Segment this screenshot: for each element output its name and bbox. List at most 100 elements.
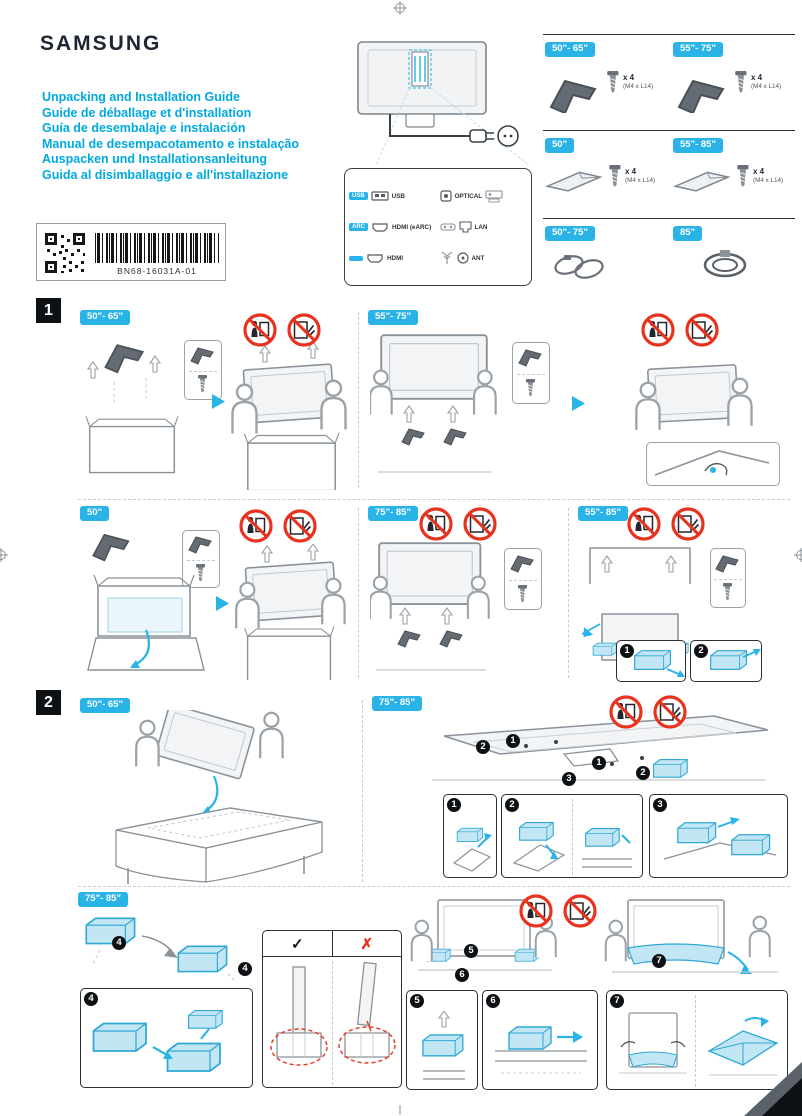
step2-substep-2: 2	[501, 794, 643, 878]
screw-qty: x 4(M4 x L14)	[625, 167, 656, 184]
step-badge: 1	[620, 644, 634, 658]
registration-mark-right	[794, 548, 802, 562]
incorrect-placement-illustration	[338, 961, 396, 1064]
folded-cover-illustration	[707, 1017, 779, 1076]
hands-remove-cover-illustration	[619, 1012, 687, 1074]
prohibition-icons	[242, 312, 322, 348]
ant-port-icon	[456, 252, 469, 264]
step-badge: 4	[238, 962, 252, 976]
attach-stand-illustration	[370, 334, 497, 473]
size-chip: 55"- 75"	[673, 42, 723, 57]
hdmi-label: HDMI	[387, 254, 404, 262]
screw-icon	[736, 164, 749, 187]
size-chip: 50"- 75"	[545, 226, 595, 241]
step-badge: 1	[592, 756, 606, 770]
step-badge: 2	[636, 766, 650, 780]
title-fr: Guide de déballage et d'installation	[42, 105, 252, 120]
step-1-number: 1	[36, 298, 61, 323]
ports-row-2: ARC HDMI (eARC) LAN	[349, 220, 527, 234]
foam-side-view-illustration	[582, 828, 632, 868]
prohibition-press-screen-icon	[287, 313, 321, 347]
step-badge: 5	[410, 994, 424, 1008]
brand-wordmark: SAMSUNG	[40, 32, 162, 55]
samsung-logo: SAMSUNG	[40, 32, 161, 56]
step1-panel-d: 75"- 85"	[364, 504, 562, 684]
prohibition-press-screen-icon	[563, 894, 597, 928]
tv-face-down-illustration	[432, 715, 769, 781]
size-chip: 55"- 85"	[578, 506, 628, 521]
ports-row-3: HDMI ANT	[349, 251, 527, 265]
antenna-icon	[441, 251, 452, 264]
place-tv-on-table-illustration	[115, 710, 323, 884]
cross-icon: ✗	[360, 935, 374, 953]
tv-upright-foam-illustration	[410, 899, 557, 971]
foam-stack-illustration	[85, 917, 237, 983]
doc-code: BN68-16031A-01	[117, 266, 197, 276]
screw-icon	[197, 375, 208, 393]
step2-substep-6: 6	[482, 990, 598, 1090]
screw-icon	[608, 164, 621, 187]
screw-icon	[722, 583, 733, 601]
row-divider	[78, 499, 790, 500]
bottom-foam-slide-illustration	[495, 1026, 587, 1074]
row-divider	[78, 886, 790, 887]
foam-fit-illustration	[512, 822, 566, 872]
ports-panel: USB USB OPTICAL ARC HDMI (eARC) LAN	[344, 168, 532, 286]
parts-card	[512, 342, 550, 404]
accessory-cell-50: 50" x 4(M4 x L14)	[543, 131, 665, 218]
registration-mark-bottom	[399, 1105, 401, 1115]
barcode	[95, 233, 219, 263]
accessory-cell-55-85: 55"- 85" x 4(M4 x L14)	[671, 131, 795, 218]
parts-card	[184, 340, 222, 400]
title-pt: Manual de desempacotamento e instalação	[42, 136, 300, 151]
panel-divider	[362, 700, 363, 882]
prohibition-icons	[418, 506, 498, 542]
foam-remove-step-2: 2	[690, 640, 762, 682]
step-badge: 7	[610, 994, 624, 1008]
lan-port-icon	[458, 221, 472, 233]
prohibition-solo-carry-icon	[419, 507, 453, 541]
size-chip: 50"- 65"	[545, 42, 595, 57]
step1-panel-e: 55"- 85" 1 2	[574, 504, 790, 684]
size-chip: 55"- 75"	[368, 310, 418, 325]
accessories-row-2: 50" x 4(M4 x L14) 55"- 85" x 4(M4 x L14)	[543, 130, 795, 218]
step-badge: 1	[447, 798, 461, 812]
prohibition-icons	[626, 506, 706, 542]
screw-icon	[525, 378, 536, 397]
prohibition-press-screen-icon	[283, 509, 317, 543]
step-badge: 1	[506, 734, 520, 748]
prohibition-press-screen-icon	[671, 507, 705, 541]
prohibition-press-screen-icon	[685, 313, 719, 347]
step-badge: 3	[653, 798, 667, 812]
size-chip: 50"	[545, 138, 575, 153]
lan-label: LAN	[474, 223, 488, 231]
qr-code	[43, 231, 87, 275]
hdmi-port-icon	[367, 253, 383, 263]
accessories-row-3: 50"- 75" 85"	[543, 218, 795, 284]
correct-incorrect-box: ✓ ✗	[262, 930, 402, 1088]
check-icon: ✓	[263, 931, 333, 956]
screw-icon	[734, 70, 747, 93]
step-2-number: 2	[36, 690, 61, 715]
soundbar-device-icon	[439, 223, 456, 231]
size-chip: 50"- 65"	[80, 310, 130, 325]
usb-label: USB	[391, 192, 405, 200]
size-chip: 85"	[673, 226, 703, 241]
step2-substep-3: 3	[649, 794, 788, 878]
step2-substep-4: 4	[80, 988, 253, 1088]
title-block: Unpacking and Installation Guide Guide d…	[42, 90, 299, 184]
grip-detail-inset	[646, 442, 780, 486]
prohibition-solo-carry-icon	[239, 509, 273, 543]
prohibition-solo-carry-icon	[243, 313, 277, 347]
page-corner-fold-inner	[762, 1078, 802, 1116]
screw-icon	[517, 584, 528, 603]
step2-substep-1: 1	[443, 794, 497, 878]
step1-panel-c: 50"	[78, 504, 350, 684]
stand-bracket-icon	[188, 536, 212, 554]
step1-panel-b: 55"- 75"	[364, 308, 790, 492]
stand-bracket-icon	[550, 80, 596, 113]
accessories-grid: 50"- 65" x 4(M4 x L14) 55"- 75" x 4(M4 x…	[543, 34, 795, 286]
settop-box-icon	[485, 190, 503, 203]
hdmi-earc-label: HDMI (eARC)	[392, 223, 432, 231]
screw-qty: x 4(M4 x L14)	[623, 73, 654, 90]
